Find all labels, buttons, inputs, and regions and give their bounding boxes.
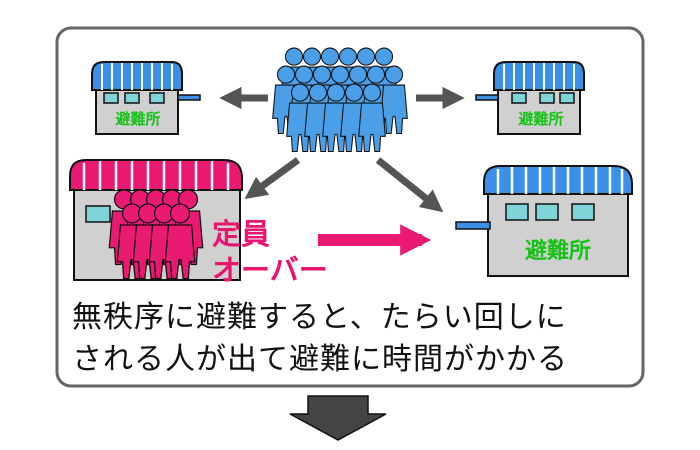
evacuation-arrows xyxy=(219,86,465,213)
shelter-label: 避難所 xyxy=(115,110,160,128)
shelter-label: 避難所 xyxy=(518,110,563,128)
outer-frame xyxy=(55,26,645,388)
overcapacity-label-line2: オーバー xyxy=(212,253,328,287)
arrow-icon xyxy=(244,157,301,199)
crowd-icon xyxy=(108,189,204,280)
shelter-label: 避難所 xyxy=(525,238,591,264)
shelter-icon: 避難所 xyxy=(475,61,585,135)
caption-line1: 無秩序に避難すると、たらい回しに xyxy=(72,300,567,335)
arrow-icon xyxy=(375,157,444,213)
caption-line2: される人が出て避難に時間がかかる xyxy=(72,342,568,377)
shelter-icon: 避難所 xyxy=(91,61,201,135)
down-arrow-icon xyxy=(289,395,387,441)
overcapacity-label-line1: 定員 xyxy=(212,217,271,251)
shelter-icon: 避難所 xyxy=(455,165,633,277)
